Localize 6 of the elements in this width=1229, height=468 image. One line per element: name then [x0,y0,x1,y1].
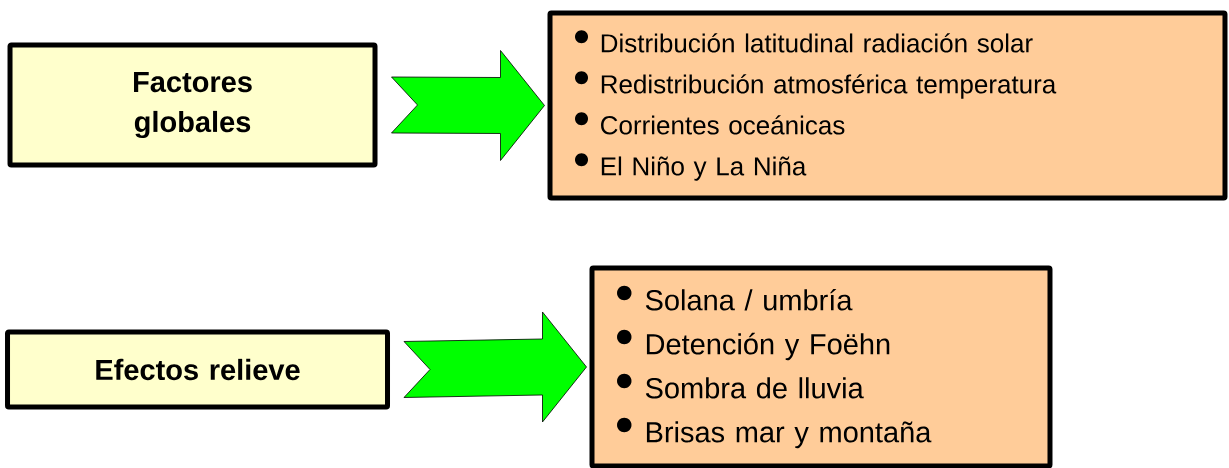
label-box: Efectos relieve [5,329,390,410]
arrow [403,311,587,423]
label-box: Factores globales [7,42,378,168]
arrow [391,50,545,161]
list-box: Distribución latitudinal radiación solar Redistribución atmosférica temperatura Corrientes oceánicas El Niño y La Niña [547,10,1228,201]
list-box: Solana / umbría Detención y Foëhn Sombra de lluvia Brisas mar y montaña [589,265,1053,468]
